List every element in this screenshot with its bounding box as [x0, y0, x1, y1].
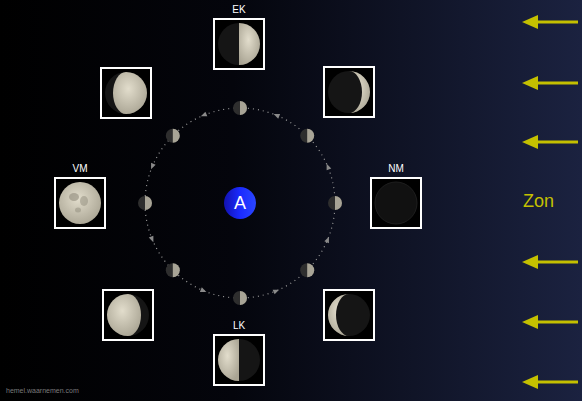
- orbit-circle: [145, 108, 335, 298]
- phase-frames: [101, 67, 374, 340]
- phase-frame: NM: [370, 177, 422, 229]
- sun-label: Zon: [523, 190, 554, 212]
- earth-circle: A: [224, 187, 256, 219]
- sunlight-arrows: [522, 15, 578, 389]
- moon-pictures: [59, 23, 417, 381]
- orbit-moons: [138, 101, 342, 305]
- watermark: hemel.waarnemen.com: [6, 387, 79, 395]
- frame-grounds: [54, 18, 422, 386]
- phase-label: LK: [233, 320, 245, 332]
- phase-frame: EK: [213, 18, 265, 70]
- phase-label: VM: [73, 163, 88, 175]
- phase-frame: LK: [213, 334, 265, 386]
- phase-frame: VM: [54, 177, 106, 229]
- earth-label: A: [234, 193, 246, 213]
- orbit-arrows: [149, 112, 332, 295]
- phase-label: EK: [232, 4, 245, 16]
- phase-label: NM: [388, 163, 404, 175]
